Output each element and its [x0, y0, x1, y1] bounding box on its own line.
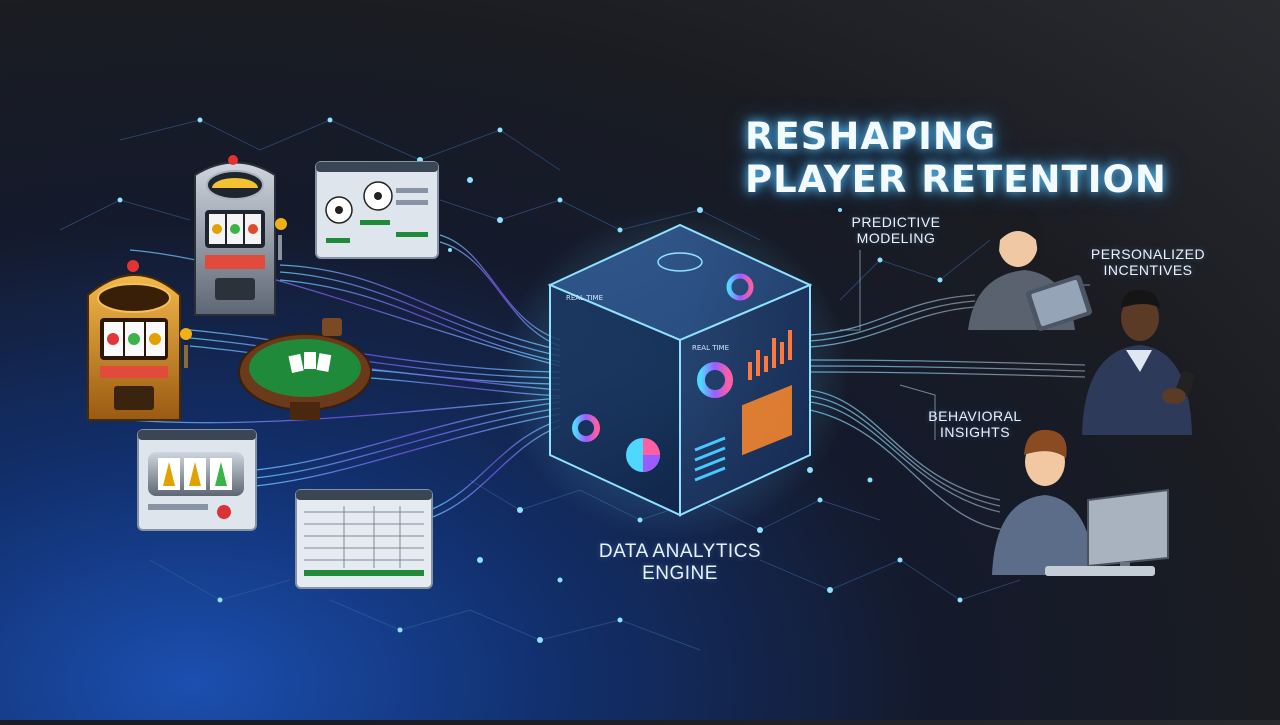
personalized-line-2: INCENTIVES: [1103, 262, 1193, 279]
slot-machine-icon: [194, 155, 287, 316]
odds-table-screen-icon: [295, 489, 433, 589]
person-computer-icon: [992, 429, 1169, 576]
slot-machine-icon: [87, 260, 192, 421]
engine-label-line-2: ENGINE: [642, 562, 718, 584]
engine-label: DATA ANALYTICS ENGINE: [570, 541, 790, 585]
cube-front-label: REAL TIME: [566, 294, 603, 302]
behavioral-line-1: BEHAVIORAL: [928, 408, 1022, 424]
engine-label-line-1: DATA ANALYTICS: [598, 541, 762, 562]
poker-table-icon: [238, 318, 372, 420]
analytics-cube-icon: REAL TIME REAL TIME: [500, 210, 850, 540]
person-phone-icon: [1082, 289, 1195, 435]
behavioral-line-2: INSIGHTS: [939, 424, 1011, 441]
headline-line-1: RESHAPING: [745, 115, 997, 158]
personalized-line-1: PERSONALIZED: [1090, 246, 1206, 262]
headline-line-2: PLAYER RETENTION: [745, 157, 1167, 201]
predictive-line-2: MODELING: [856, 230, 936, 247]
personalized-incentives-label: PERSONALIZED INCENTIVES: [1082, 246, 1214, 278]
person-tablet-icon: [968, 207, 1093, 331]
headline: RESHAPING PLAYER RETENTION: [745, 115, 1265, 201]
sports-betting-screen-icon: [315, 161, 439, 259]
predictive-line-1: PREDICTIVE: [851, 214, 941, 230]
behavioral-insights-label: BEHAVIORAL INSIGHTS: [920, 408, 1030, 440]
predictive-modeling-label: PREDICTIVE MODELING: [836, 214, 956, 246]
online-slot-screen-icon: [137, 429, 257, 531]
cube-side-label: REAL TIME: [692, 344, 729, 352]
